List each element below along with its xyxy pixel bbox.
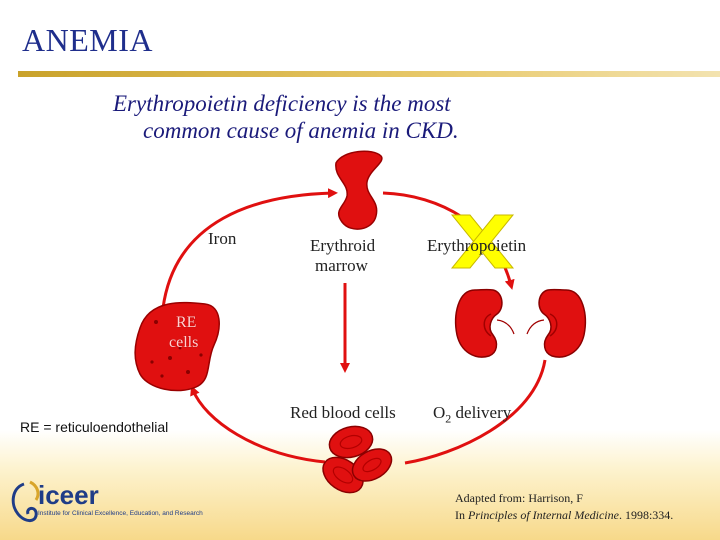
subtitle-line-2: common cause of anemia in CKD. — [143, 118, 459, 143]
o2-subscript: 2 — [445, 411, 452, 426]
citation-line-1: Adapted from: Harrison, F — [455, 491, 583, 505]
arc-kidney-to-rbc — [404, 359, 547, 465]
citation-line-2: In Principles of Internal Medicine. 1998… — [455, 508, 673, 523]
label-erythroid: Erythroid — [310, 236, 376, 255]
epo-blocked-mark — [450, 214, 515, 269]
citation-book-title: Principles of Internal Medicine — [468, 508, 619, 522]
slide-title: ANEMIA — [22, 22, 153, 58]
arc-rbc-to-re — [190, 385, 326, 464]
delivery-word: delivery — [455, 403, 512, 422]
iceer-logo — [11, 480, 40, 522]
logo-tagline: Institute for Clinical Excellence, Educa… — [38, 510, 203, 517]
citation-in: In — [455, 508, 465, 522]
re-cell-shape — [134, 301, 220, 392]
label-o2-delivery: O2 delivery — [433, 403, 511, 426]
label-re: RE — [176, 314, 197, 331]
subtitle-line-1: Erythropoietin deficiency is the most — [113, 91, 451, 116]
re-footnote: RE = reticuloendothelial — [20, 419, 169, 435]
swirl-icon — [11, 480, 40, 522]
title-rule — [18, 71, 720, 77]
o2-symbol: O — [433, 403, 446, 422]
bone-marrow-shape — [335, 150, 383, 230]
kidney-left-icon — [454, 288, 515, 358]
kidney-right-icon — [526, 288, 587, 358]
arc-re-to-marrow — [161, 188, 338, 309]
label-red-blood-cells: Red blood cells — [290, 403, 396, 422]
logo-wordmark: iceer — [38, 480, 99, 510]
label-erythropoietin: Erythropoietin — [427, 236, 527, 255]
red-blood-cells — [322, 425, 393, 494]
label-marrow: marrow — [315, 256, 368, 275]
label-iron: Iron — [208, 229, 237, 248]
citation-pages: . 1998:334. — [618, 508, 674, 522]
label-cells: cells — [169, 334, 199, 351]
